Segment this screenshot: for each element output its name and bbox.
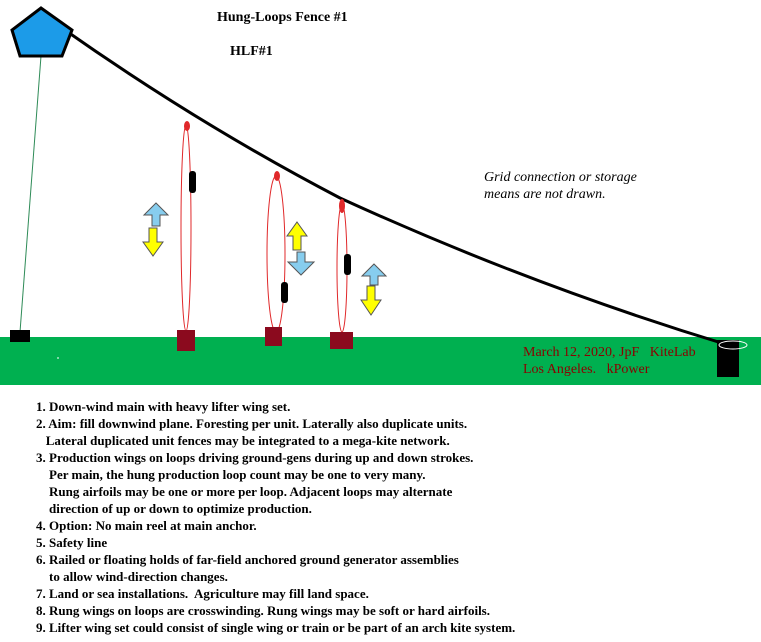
note-item: 6. Railed or floating holds of far-field… [36,552,459,567]
note-item: 8. Rung wings on loops are crosswinding.… [36,603,490,618]
lifter-kite [10,6,74,58]
up-arrow-1 [142,202,170,227]
credit-block: March 12, 2020, JpF KiteLab Los Angeles.… [523,344,696,378]
loop-3-hang-point [339,199,345,213]
note-item: 7. Land or sea installations. Agricultur… [36,586,369,601]
loop-3-rung-wing [344,254,351,275]
credit-line: Los Angeles. kPower [523,362,650,377]
downwind-anchor-reel [718,340,748,350]
ground-strip [0,337,761,385]
note-item: direction of up or down to optimize prod… [36,501,312,516]
safety-line [19,55,42,333]
loop-2-hang-point [274,171,280,181]
ground-generator-1 [177,330,195,351]
note-item: 3. Production wings on loops driving gro… [36,450,474,465]
production-loop-2 [266,175,286,333]
ground-generator-3 [330,332,353,349]
loop-2-rung-wing [281,282,288,303]
notes-list: 1. Down-wind main with heavy lifter wing… [36,398,515,636]
downwind-anchor [717,340,739,377]
grid-note: Grid connection or storage means are not… [484,169,637,203]
note-item: 2. Aim: fill downwind plane. Foresting p… [36,416,468,431]
note-item: 4. Option: No main reel at main anchor. [36,518,257,533]
credit-line: March 12, 2020, JpF KiteLab [523,345,696,360]
left-anchor [10,330,30,342]
note-item: Per main, the hung production loop count… [36,467,426,482]
note-item: 5. Safety line [36,535,108,550]
note-item: 9. Lifter wing set could consist of sing… [36,620,516,635]
up-arrow-2 [286,221,308,251]
note-item: to allow wind-direction changes. [36,569,228,584]
diagram-subtitle: HLF#1 [230,44,273,59]
main-line [61,26,729,347]
loop-1-hang-point [184,121,190,131]
up-arrow-3 [360,263,388,286]
down-arrow-1 [142,227,164,257]
diagram-title: Hung-Loops Fence #1 [217,10,348,25]
down-arrow-3 [360,285,382,316]
grid-note-line: means are not drawn. [484,187,606,202]
note-item: 1. Down-wind main with heavy lifter wing… [36,399,291,414]
loop-1-rung-wing [189,171,196,193]
down-arrow-2 [286,251,316,276]
note-item: Rung airfoils may be one or more per loo… [36,484,453,499]
ground-generator-2 [265,327,282,346]
grid-note-line: Grid connection or storage [484,170,637,185]
note-item: Lateral duplicated unit fences may be in… [36,433,450,448]
production-loop-1 [180,124,192,332]
